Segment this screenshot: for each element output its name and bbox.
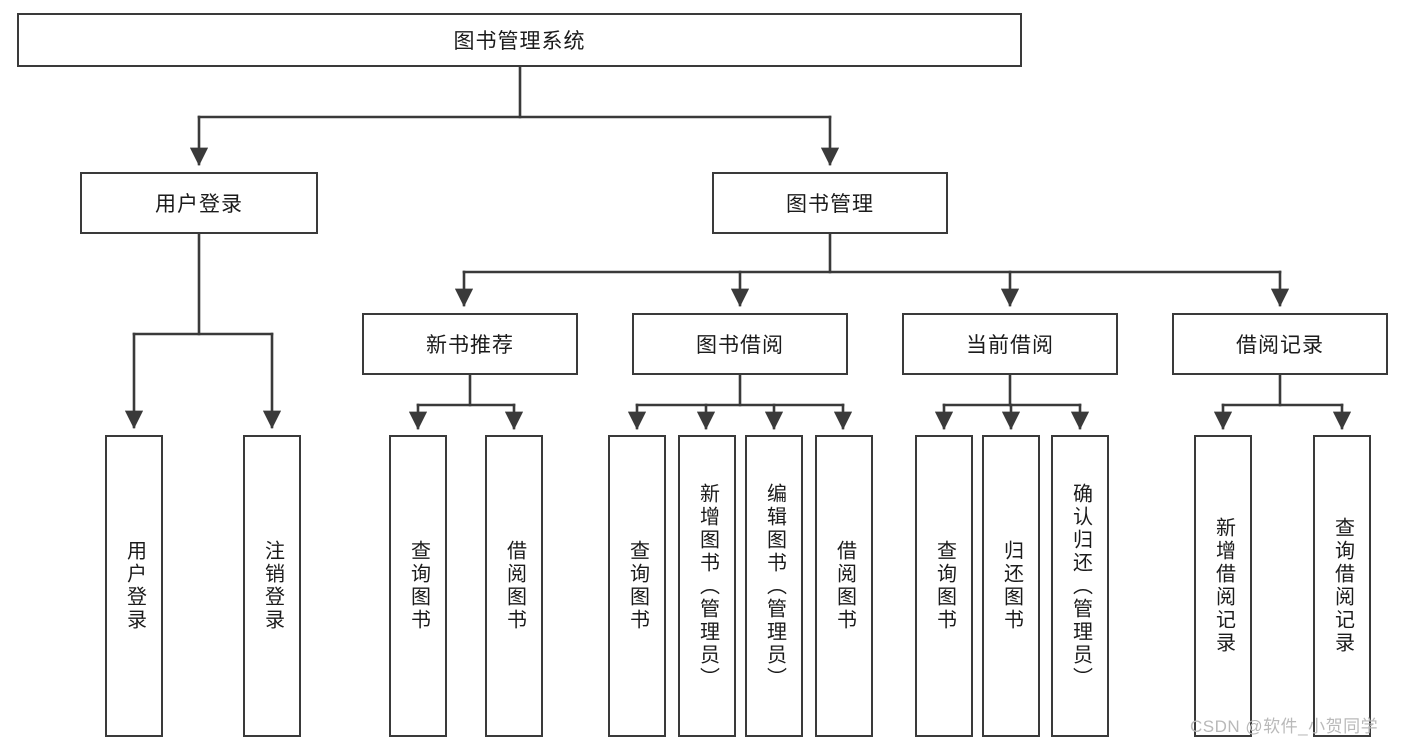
leaf-borrow-record-query[interactable]: 查询借阅记录 (1313, 435, 1371, 737)
node-label: 用户登录 (155, 193, 243, 216)
leaf-new-book-query[interactable]: 查询图书 (389, 435, 447, 737)
leaf-book-borrow-add[interactable]: 新增图书（管理员） (678, 435, 736, 737)
edge-newbook-to-leaves (408, 373, 524, 430)
node-label: 新增借阅记录 (1212, 517, 1235, 655)
node-label: 查询图书 (626, 540, 649, 632)
node-label: 借阅图书 (503, 540, 526, 632)
leaf-current-borrow-query[interactable]: 查询图书 (915, 435, 973, 737)
node-label: 图书管理系统 (453, 30, 586, 53)
node-current-borrow[interactable]: 当前借阅 (902, 313, 1118, 375)
node-label: 新书推荐 (426, 334, 514, 357)
node-label: 编辑图书（管理员） (763, 482, 786, 690)
leaf-user-login-login[interactable]: 用户登录 (105, 435, 163, 737)
node-borrow-record[interactable]: 借阅记录 (1172, 313, 1388, 375)
node-label: 用户登录 (123, 540, 146, 632)
edge-bookmgmt-to-level2 (454, 232, 1290, 307)
node-label: 注销登录 (261, 540, 284, 632)
leaf-user-login-logout[interactable]: 注销登录 (243, 435, 301, 737)
leaf-book-borrow-edit[interactable]: 编辑图书（管理员） (745, 435, 803, 737)
node-book-borrow[interactable]: 图书借阅 (632, 313, 848, 375)
node-user-login[interactable]: 用户登录 (80, 172, 318, 234)
node-root-book-management-system[interactable]: 图书管理系统 (17, 13, 1022, 67)
node-book-management[interactable]: 图书管理 (712, 172, 948, 234)
node-label: 借阅图书 (833, 540, 856, 632)
node-label: 当前借阅 (966, 334, 1054, 357)
leaf-new-book-borrow[interactable]: 借阅图书 (485, 435, 543, 737)
node-label: 新增图书（管理员） (696, 482, 719, 690)
node-label: 查询借阅记录 (1331, 517, 1354, 655)
edge-bookborrow-to-leaves (627, 373, 853, 430)
node-new-book-recommend[interactable]: 新书推荐 (362, 313, 578, 375)
edge-root-to-level1 (189, 65, 840, 166)
leaf-borrow-record-add[interactable]: 新增借阅记录 (1194, 435, 1252, 737)
edge-currentborrow-to-leaves (934, 373, 1090, 430)
edge-borrowrecord-to-leaves (1213, 373, 1352, 430)
leaf-book-borrow-borrow[interactable]: 借阅图书 (815, 435, 873, 737)
node-label: 图书管理 (786, 193, 874, 216)
edge-userlogin-to-leaves (124, 232, 282, 429)
node-label: 归还图书 (1000, 540, 1023, 632)
leaf-book-borrow-query[interactable]: 查询图书 (608, 435, 666, 737)
leaf-current-borrow-return[interactable]: 归还图书 (982, 435, 1040, 737)
node-label: 图书借阅 (696, 334, 784, 357)
node-label: 确认归还（管理员） (1069, 482, 1092, 690)
node-label: 查询图书 (933, 540, 956, 632)
leaf-current-borrow-confirm-return[interactable]: 确认归还（管理员） (1051, 435, 1109, 737)
node-label: 查询图书 (407, 540, 430, 632)
node-label: 借阅记录 (1236, 334, 1324, 357)
